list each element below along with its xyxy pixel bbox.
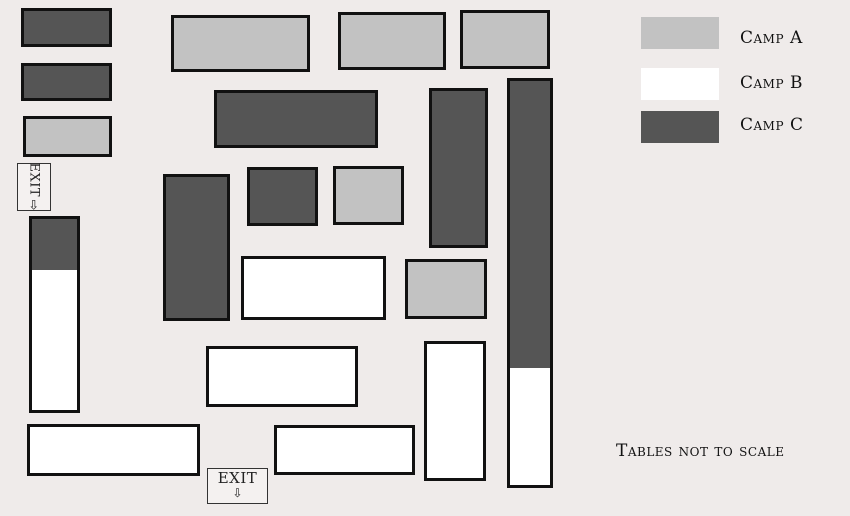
table-t08 xyxy=(429,88,488,248)
table-t17 xyxy=(27,424,200,476)
table-t09 xyxy=(163,174,230,321)
table-t10 xyxy=(247,167,318,226)
legend-swatch-camp-c xyxy=(641,111,719,143)
table-t06 xyxy=(460,10,550,69)
table-t01 xyxy=(21,8,112,47)
legend-label-camp-c: Camp C xyxy=(740,115,804,135)
table-t18 xyxy=(274,425,415,475)
table-t16 xyxy=(424,341,486,481)
legend-swatch-camp-b xyxy=(641,68,719,100)
exit-arrow-icon: ⇩ xyxy=(232,486,243,500)
table-t19-camp-c-section xyxy=(510,81,550,368)
legend-label-camp-b: Camp B xyxy=(740,73,803,93)
exit-sign-left: EXIT ⇩ xyxy=(17,162,51,214)
table-t05 xyxy=(338,12,446,70)
table-t07 xyxy=(214,90,378,148)
table-t19 xyxy=(507,78,553,488)
table-t12-camp-c-section xyxy=(32,219,77,270)
table-t15 xyxy=(206,346,358,407)
table-t13 xyxy=(241,256,386,320)
table-t03 xyxy=(23,116,112,157)
table-t14 xyxy=(405,259,487,319)
table-t11 xyxy=(333,166,404,225)
exit-label: EXIT xyxy=(26,162,42,198)
table-t12-camp-b-section xyxy=(32,270,77,410)
exit-sign-bottom: EXIT ⇩ xyxy=(207,468,268,504)
scale-note: Tables not to scale xyxy=(616,441,785,461)
table-t19-camp-b-section xyxy=(510,368,550,485)
legend-label-camp-a: Camp A xyxy=(740,28,803,48)
exit-label: EXIT xyxy=(217,469,258,487)
table-t02 xyxy=(21,63,112,101)
table-t12 xyxy=(29,216,80,413)
table-t04 xyxy=(171,15,310,72)
exit-arrow-icon: ⇩ xyxy=(28,198,40,214)
legend-swatch-camp-a xyxy=(641,17,719,49)
